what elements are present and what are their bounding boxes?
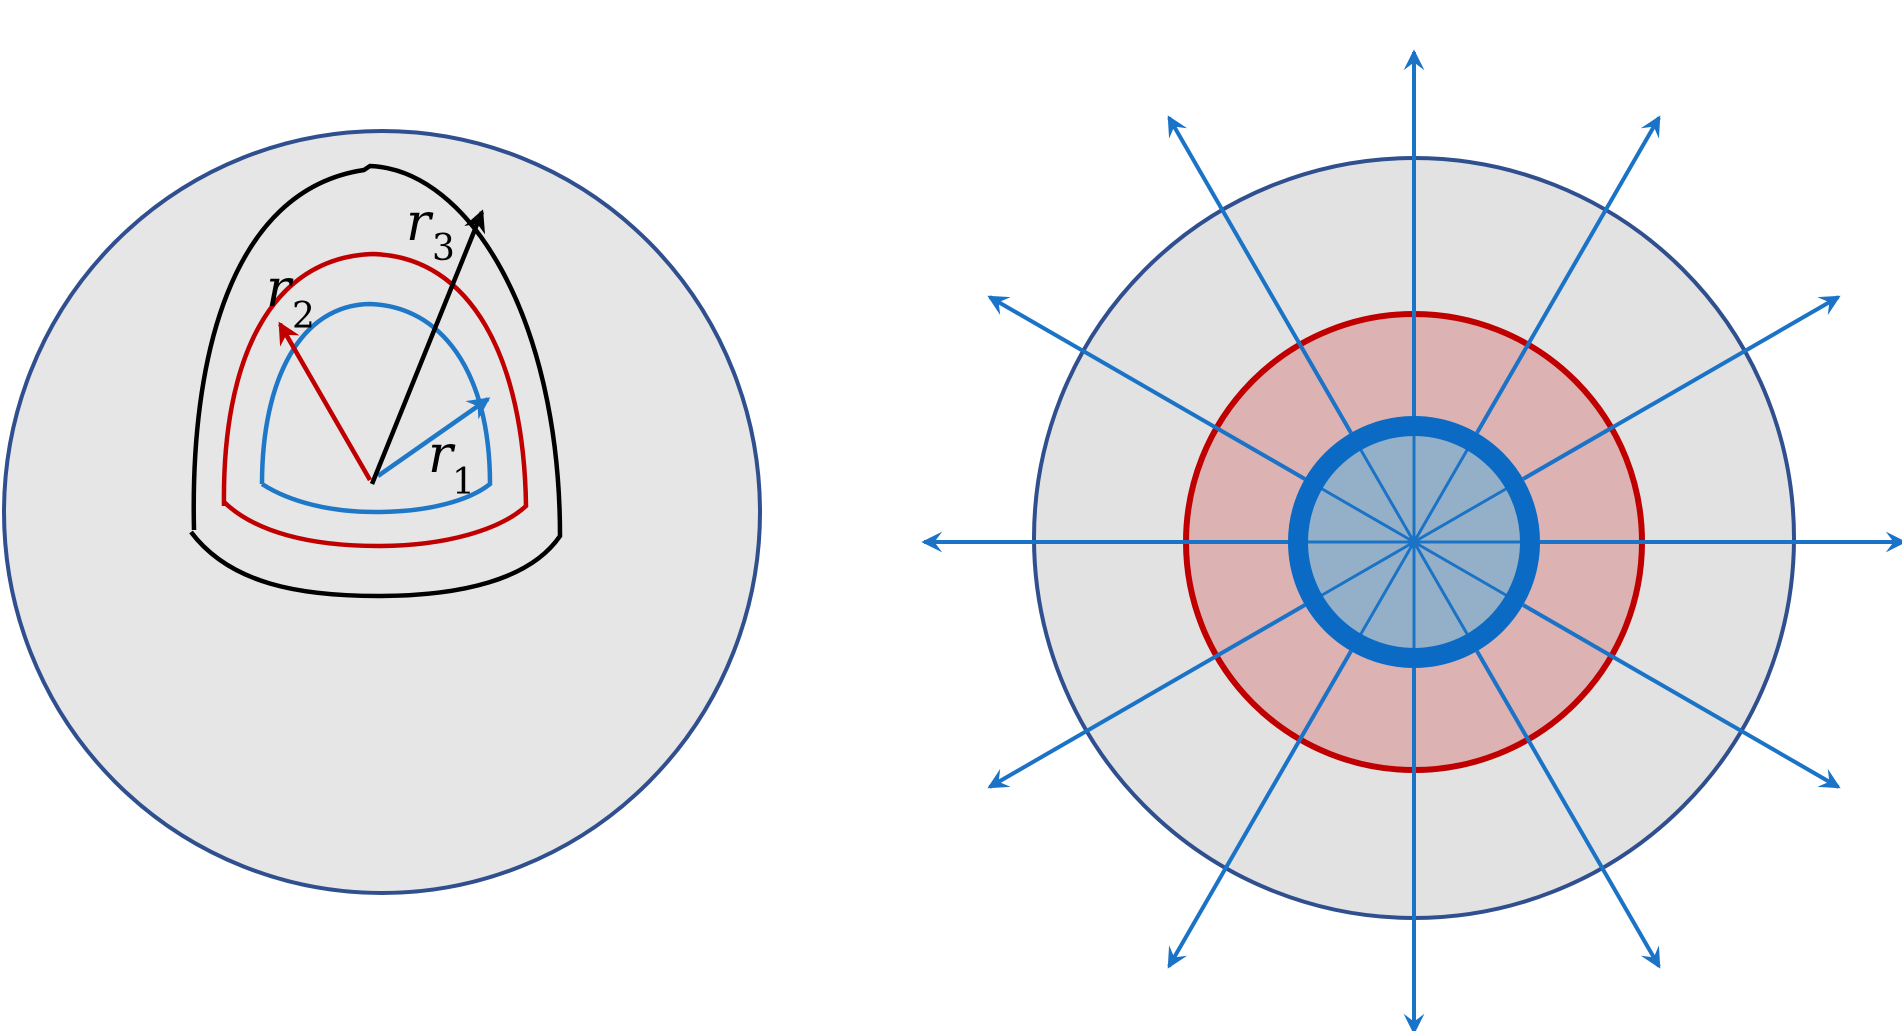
core-line — [1357, 541, 1416, 639]
blue-ring — [1288, 416, 1540, 668]
field-line-arrow — [1522, 603, 1841, 789]
outer-field-lines — [921, 49, 1902, 1031]
core-field-lines — [1304, 432, 1524, 652]
radius-r3-arrow — [369, 209, 486, 485]
field-line-arrow — [1167, 115, 1353, 434]
left-panel: r 1 r 2 r 3 — [2, 129, 762, 895]
radius-r2-arrow — [278, 321, 372, 482]
label-r1: r 1 — [428, 425, 475, 503]
label-r2-sub: 2 — [292, 296, 315, 337]
core-line — [1412, 541, 1471, 639]
label-r3-sub: 3 — [432, 228, 455, 269]
core-line — [1412, 445, 1471, 543]
field-line-arrow — [1475, 115, 1661, 434]
label-r2-base: r — [266, 259, 294, 319]
core-line — [1317, 540, 1415, 599]
label-r1-sub: 1 — [452, 462, 475, 503]
label-r3-base: r — [406, 193, 434, 253]
middle-shell-red — [221, 251, 529, 549]
field-line-arrow — [987, 603, 1306, 789]
label-r2: r 2 — [266, 259, 315, 337]
outer-shell-black — [189, 163, 563, 599]
core-line — [1317, 485, 1415, 544]
label-r1-base: r — [428, 425, 456, 485]
field-line-arrow — [1522, 295, 1841, 481]
label-r3: r 3 — [406, 193, 455, 269]
field-line-arrow — [1167, 650, 1353, 969]
core-line — [1357, 445, 1416, 543]
field-line-arrow — [987, 295, 1306, 481]
right-panel — [921, 49, 1902, 1031]
radius-r1-arrow — [376, 397, 491, 478]
field-line-arrow — [1475, 650, 1661, 969]
core-line — [1413, 540, 1511, 599]
core-line — [1413, 485, 1511, 544]
